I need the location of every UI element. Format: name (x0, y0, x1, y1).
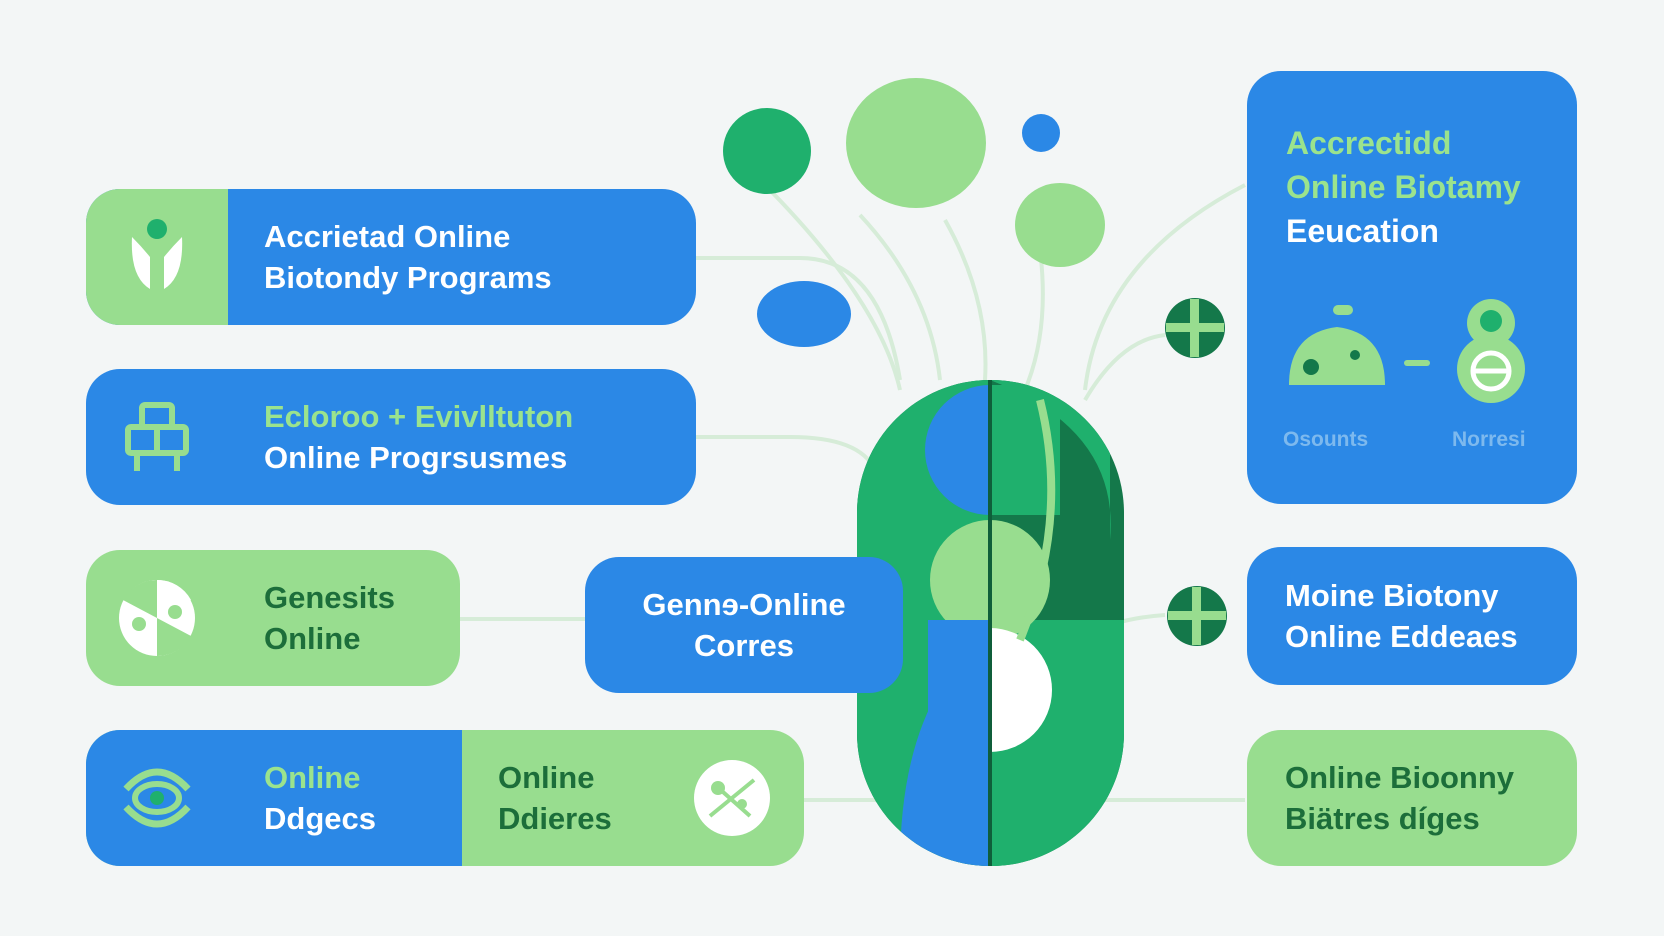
panel-line2: Online Biotamy (1286, 169, 1521, 205)
card-line2: Corres (694, 628, 794, 663)
card-line2: Online (264, 621, 361, 656)
sprout-icon (131, 219, 183, 289)
node-dot-bottom (1167, 586, 1227, 646)
leaf-light-right (1015, 183, 1105, 267)
molecule-icon (119, 579, 195, 657)
card-left-half (86, 730, 462, 866)
panel-line3: Eeucation (1286, 213, 1439, 249)
card-ecology-evolution[interactable]: Ecloroo + Evivlltuton Online Progrsusmes (86, 369, 696, 505)
card-line1: Genesits (264, 580, 395, 615)
panel-caption-right: Norresi (1452, 428, 1526, 451)
card-moine-biotony[interactable]: Moine Biotony Online Eddeaes (1247, 547, 1577, 685)
card-line1: Ecloroo + Evivlltuton (264, 399, 574, 434)
panel-accredited-education[interactable]: Accrectidd Online Biotamy Eeucation Osou… (1247, 71, 1577, 504)
dot-blue-small (1022, 114, 1060, 152)
panel-line1: Accrectidd (1286, 125, 1452, 161)
card-line2: Ddgecs (264, 801, 376, 836)
blob-creature-icon (1289, 305, 1385, 385)
card-line2-right: Ddieres (498, 801, 612, 836)
card-icon-box (86, 369, 228, 505)
card-line2: Online Progrsusmes (264, 440, 568, 475)
figure-eight-icon (1457, 299, 1525, 403)
network-icon (694, 760, 770, 836)
card-online-degrees-split[interactable]: Online Ddgecs Online Ddieres (86, 730, 804, 866)
leaf-blue (757, 281, 851, 347)
central-emblem (857, 380, 1124, 866)
card-genome-online-courses[interactable]: Gennɘ-Online Corres (585, 557, 903, 693)
card-line2: Online Eddeaes (1285, 619, 1518, 654)
card-line1: Online (264, 760, 361, 795)
card-line1: Online Bioonny (1285, 760, 1515, 795)
card-line1: Accrietad Online (264, 219, 511, 254)
node-dot-top (1165, 298, 1225, 358)
card-online-bioonny[interactable]: Online Bioonny Biätres díges (1247, 730, 1577, 866)
panel-dash (1404, 360, 1430, 366)
card-line2: Biotondy Programs (264, 260, 552, 295)
card-line1: Gennɘ-Online (642, 587, 846, 622)
card-line1: Moine Biotony (1285, 578, 1499, 613)
connector-lines (460, 178, 1246, 802)
card-line2: Biätres díges (1285, 801, 1480, 836)
card-genetics-online[interactable]: Genesits Online (86, 550, 460, 686)
panel-caption-left: Osounts (1283, 428, 1369, 451)
eye-icon (123, 768, 191, 828)
card-icon-box (86, 550, 228, 686)
card-line1-right: Online (498, 760, 595, 795)
card-icon-box (86, 730, 228, 866)
leaf-dark-green (723, 108, 811, 194)
building-icon (125, 402, 189, 471)
leaf-large-light (846, 78, 986, 208)
card-icon-box (86, 189, 228, 325)
card-accredited-programs[interactable]: Accrietad Online Biotondy Programs (86, 189, 696, 325)
